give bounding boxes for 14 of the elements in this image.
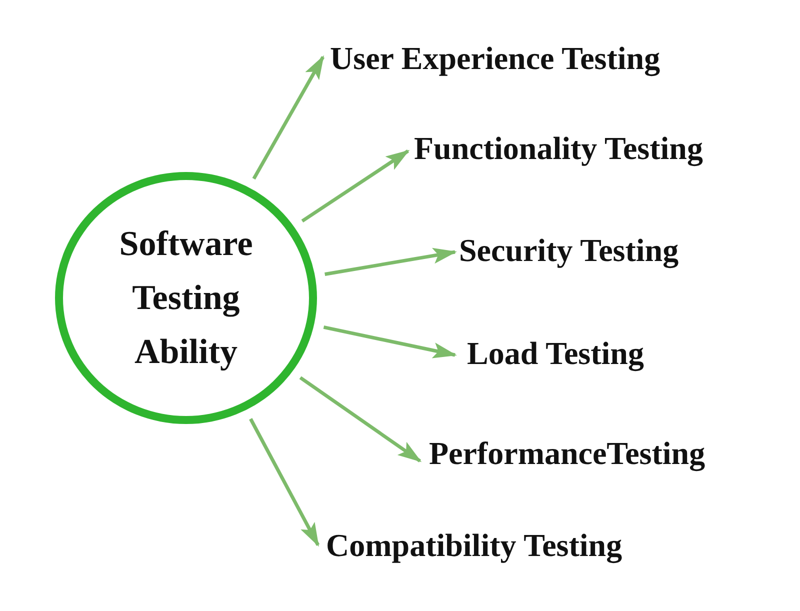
branch-label: User Experience Testing [330,38,660,78]
branch-label: Functionality Testing [414,128,703,168]
arrow [323,325,457,358]
branch-label: Security Testing [459,230,679,270]
branch-label: Compatibility Testing [326,525,622,565]
branch-label: PerformanceTesting [429,433,706,473]
arrow [324,248,457,276]
arrow [252,55,325,180]
arrow [249,418,320,547]
center-title: Software Testing Ability [118,223,254,373]
arrow [299,376,422,462]
branch-label: Load Testing [467,333,644,373]
circle-outline [55,172,317,424]
arrow [301,150,410,222]
